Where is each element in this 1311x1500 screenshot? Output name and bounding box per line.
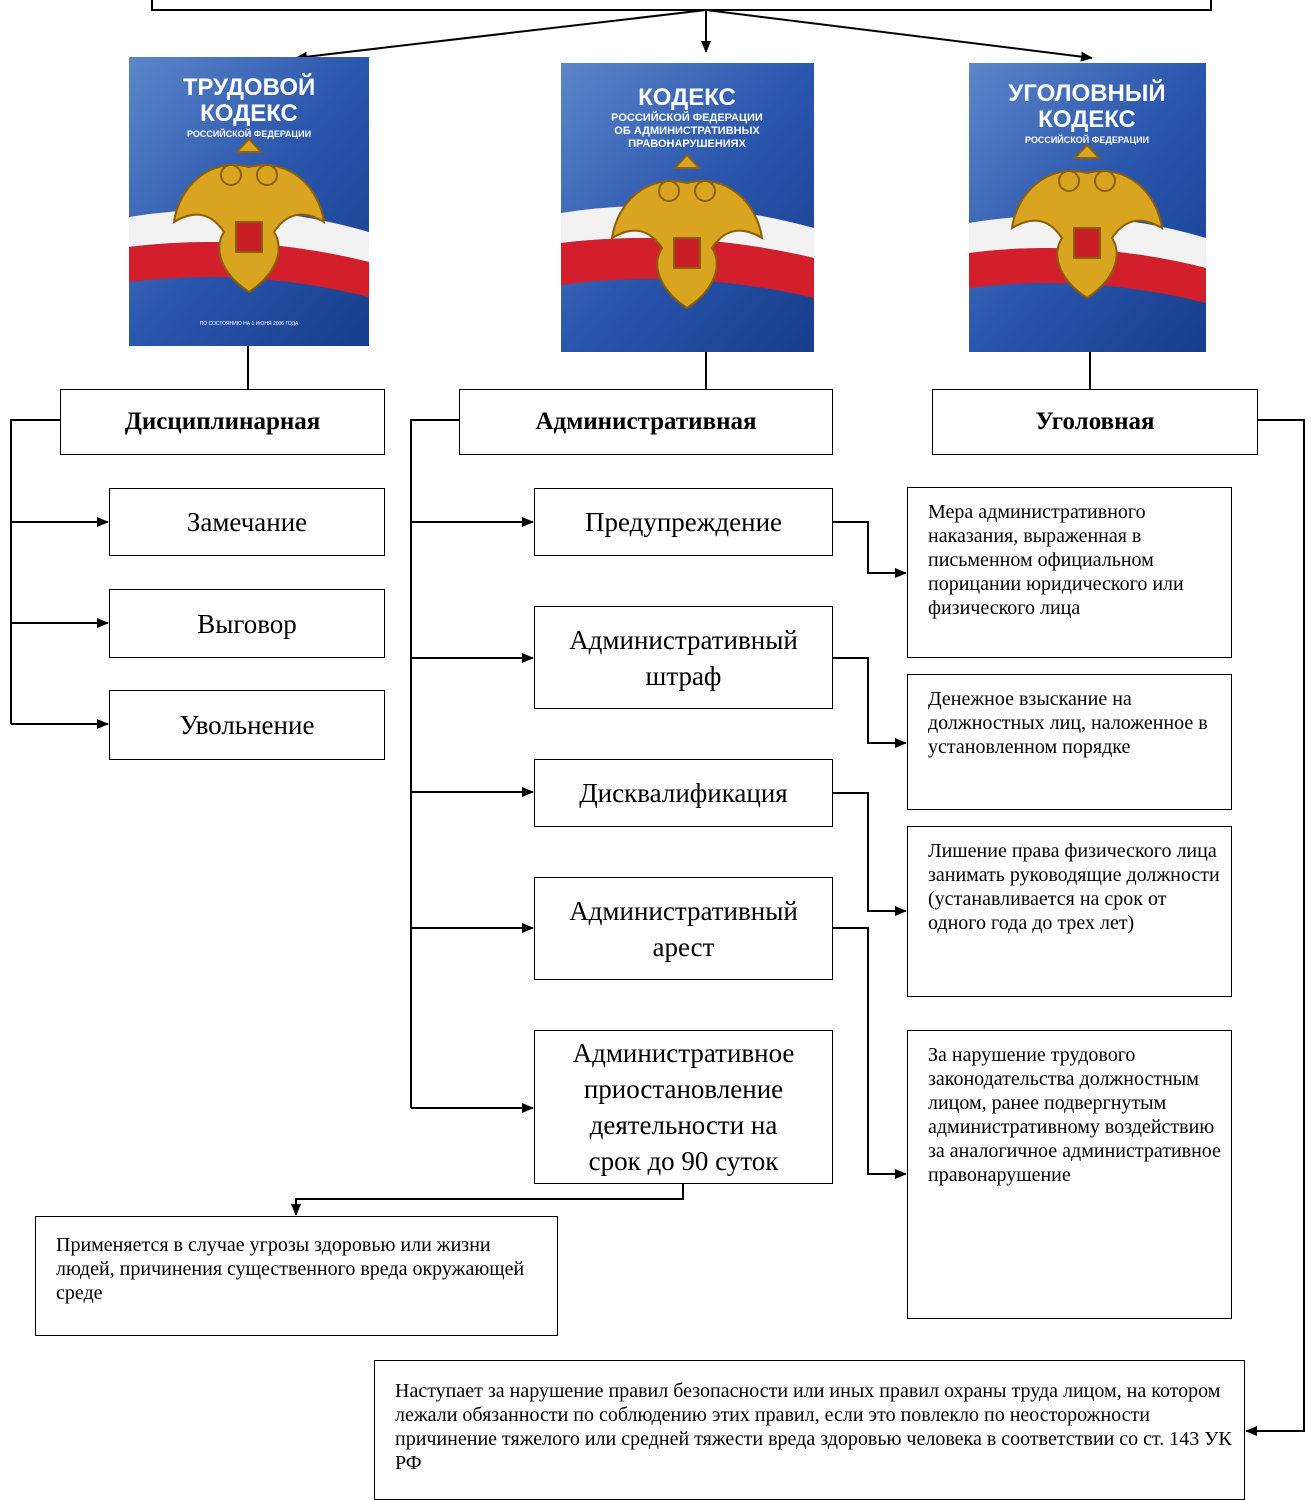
category-administrative: Административная <box>459 389 833 455</box>
category-criminal: Уголовная <box>932 389 1258 455</box>
disciplinary-item-remark: Замечание <box>109 488 385 556</box>
desc-arrest: За нарушение трудового законодательства … <box>907 1030 1232 1319</box>
cover-title-line-1: УГОЛОВНЫЙ <box>1008 79 1165 107</box>
suspension-note: Применяется в случае угрозы здоровью или… <box>35 1216 558 1336</box>
desc-fine: Денежное взыскание на должностных лиц, н… <box>907 674 1232 810</box>
cover-title-line-2: КОДЕКС <box>200 100 298 127</box>
admin-item-fine: Административный штраф <box>534 606 833 709</box>
double-headed-eagle-icon <box>1010 143 1164 300</box>
cover-title-line-2: КОДЕКС <box>1038 106 1136 133</box>
labor-code-cover-art: ТРУДОВОЙ КОДЕКС РОССИЙСКОЙ ФЕДЕРАЦИИ ПО … <box>129 57 369 346</box>
admin-item-disqualification: Дисквалификация <box>534 759 833 827</box>
desc-disqualification: Лишение права физического лица занимать … <box>907 826 1232 997</box>
admin-code-cover-art: КОДЕКС РОССИЙСКОЙ ФЕДЕРАЦИИ ОБ АДМИНИСТР… <box>561 63 814 352</box>
labor-code-cover: ТРУДОВОЙ КОДЕКС РОССИЙСКОЙ ФЕДЕРАЦИИ ПО … <box>129 57 369 346</box>
criminal-note: Наступает за нарушение правил безопаснос… <box>374 1360 1245 1500</box>
disciplinary-item-reprimand: Выговор <box>109 589 385 658</box>
disciplinary-item-dismissal: Увольнение <box>109 690 385 760</box>
criminal-code-cover-art: УГОЛОВНЫЙ КОДЕКС РОССИЙСКОЙ ФЕДЕРАЦИИ <box>969 63 1206 352</box>
cover-subtitle-3: ПРАВОНАРУШЕНИЯХ <box>628 138 747 150</box>
double-headed-eagle-icon <box>172 137 326 294</box>
category-disciplinary: Дисциплинарная <box>60 389 385 455</box>
double-headed-eagle-icon <box>610 153 764 310</box>
cover-subtitle: РОССИЙСКОЙ ФЕДЕРАЦИИ <box>187 128 311 139</box>
cover-subtitle-1: РОССИЙСКОЙ ФЕДЕРАЦИИ <box>611 111 763 124</box>
criminal-code-cover: УГОЛОВНЫЙ КОДЕКС РОССИЙСКОЙ ФЕДЕРАЦИИ <box>969 63 1206 352</box>
admin-item-arrest: Административный арест <box>534 877 833 980</box>
cover-subtitle-2: ОБ АДМИНИСТРАТИВНЫХ <box>614 125 760 137</box>
admin-code-cover: КОДЕКС РОССИЙСКОЙ ФЕДЕРАЦИИ ОБ АДМИНИСТР… <box>561 63 814 352</box>
admin-item-warning: Предупреждение <box>534 488 833 556</box>
admin-item-suspension: Административное приостановление деятель… <box>534 1030 833 1184</box>
cover-title-line-1: КОДЕКС <box>638 84 736 111</box>
cover-footer: ПО СОСТОЯНИЮ НА 1 ИЮНЯ 2006 ГОДА <box>200 321 299 327</box>
cover-title-line-1: ТРУДОВОЙ <box>183 73 315 101</box>
cover-subtitle: РОССИЙСКОЙ ФЕДЕРАЦИИ <box>1025 134 1149 145</box>
desc-warning: Мера административного наказания, выраже… <box>907 487 1232 658</box>
